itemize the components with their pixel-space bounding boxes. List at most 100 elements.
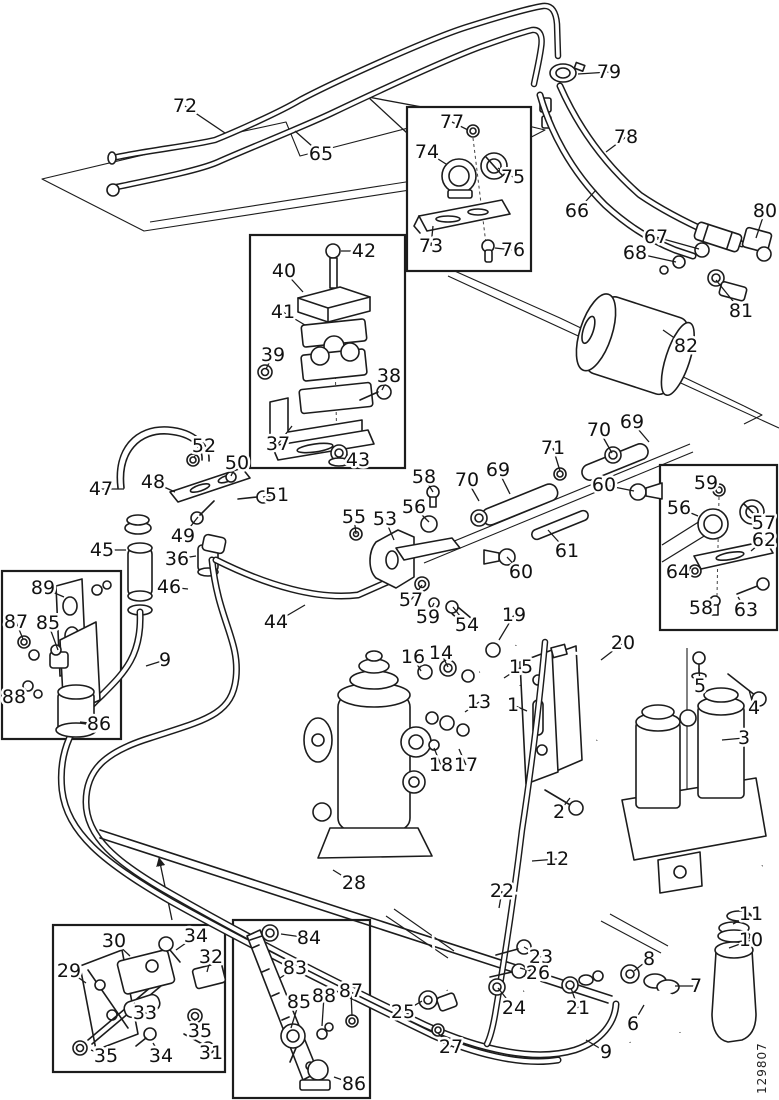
callout-34a: 34 (184, 925, 208, 947)
leader-58b (700, 600, 713, 609)
leader-1 (512, 704, 528, 712)
leader-70b (598, 429, 613, 454)
leader-54 (452, 606, 468, 626)
leader-51 (262, 494, 278, 498)
callout-9a: 9 (159, 649, 171, 671)
leader-35a (193, 1018, 201, 1032)
leader-61 (547, 529, 568, 552)
callout-57a: 57 (399, 589, 423, 611)
leader-59a (427, 602, 435, 618)
bolt-2 (544, 789, 584, 816)
callout-6: 6 (627, 1013, 639, 1035)
leader-8 (633, 958, 650, 972)
inset-b-parts-37-43 (257, 243, 392, 467)
callout-16: 16 (401, 646, 425, 668)
callout-87c: 87 (339, 980, 363, 1002)
callout-25: 25 (391, 1001, 415, 1023)
callout-83: 83 (283, 957, 307, 979)
leader-58a (423, 476, 434, 493)
callout-45: 45 (90, 539, 114, 561)
callout-47: 47 (89, 478, 113, 500)
leader-53 (384, 518, 395, 541)
leader-9a (145, 659, 166, 667)
leader-73 (430, 225, 434, 247)
leader-32 (206, 956, 212, 973)
callout-11: 11 (739, 903, 763, 925)
callout-89: 89 (31, 577, 55, 599)
leader-27 (437, 1032, 452, 1048)
leader-71 (552, 447, 561, 472)
leader-62 (750, 539, 765, 552)
callout-41: 41 (271, 301, 295, 323)
filter-head-assembly-3 (621, 687, 767, 894)
callout-40: 40 (272, 260, 296, 282)
callout-48: 48 (141, 471, 165, 493)
callout-74: 74 (415, 141, 439, 163)
callout-23: 23 (529, 946, 553, 968)
callout-33: 33 (133, 1002, 157, 1024)
callout-58b: 58 (689, 597, 713, 619)
callout-55: 55 (342, 506, 366, 528)
leader-60b (506, 556, 522, 573)
callout-4: 4 (748, 697, 760, 719)
leader-64 (677, 567, 692, 573)
injection-pump-assembly (303, 650, 522, 859)
callout-52: 52 (192, 435, 216, 457)
leader-60a (603, 484, 635, 492)
leader-84 (280, 933, 310, 939)
leader-38 (381, 375, 390, 391)
callout-22: 22 (490, 880, 514, 902)
inset-e-parts-83-88 (246, 924, 359, 1091)
figure-code: 129807 (755, 1042, 769, 1094)
leader-40 (283, 270, 304, 293)
leader-69a (497, 469, 511, 495)
inset-a-parts-73-77 (413, 124, 511, 263)
callout-77: 77 (440, 111, 464, 133)
callout-2: 2 (553, 801, 565, 823)
leader-82 (662, 329, 687, 347)
leader-77 (451, 121, 469, 131)
callout-78: 78 (614, 126, 638, 148)
leader-87c (350, 990, 353, 1017)
callout-59b: 59 (694, 472, 718, 494)
leader-34b (152, 1042, 162, 1057)
leader-15 (503, 666, 522, 679)
callout-59a: 59 (416, 606, 440, 628)
leader-50 (230, 462, 238, 477)
leader-68 (634, 252, 677, 263)
leader-30 (113, 940, 131, 957)
callout-19: 19 (502, 604, 526, 626)
clamp-79 (549, 61, 586, 83)
callout-8: 8 (643, 948, 655, 970)
leader-85a (47, 622, 59, 651)
callout-15: 15 (509, 656, 533, 678)
fittings-67-68-80-81 (659, 226, 773, 302)
callout-39: 39 (261, 344, 285, 366)
leader-25 (402, 1000, 423, 1013)
leader-3 (721, 737, 745, 741)
callout-86a: 86 (87, 713, 111, 735)
callout-54: 54 (455, 614, 479, 636)
bracket-53-clamp-55 (349, 515, 476, 629)
leader-37 (277, 425, 293, 445)
leader-70a (466, 479, 480, 502)
leader-14 (440, 652, 449, 668)
banjo-19 (485, 628, 518, 658)
callout-30: 30 (102, 930, 126, 952)
callout-27: 27 (439, 1036, 463, 1058)
leader-22 (498, 890, 503, 909)
callout-60a: 60 (592, 474, 616, 496)
leader-44 (275, 604, 306, 623)
inset-d-parts-29-35 (72, 936, 227, 1056)
callout-56a: 56 (402, 496, 426, 518)
fuel-filter-82 (575, 293, 695, 397)
leader-48 (152, 481, 176, 493)
leader-11 (732, 913, 752, 925)
leader-12 (531, 858, 558, 862)
long-hoses-9 (57, 556, 620, 1065)
fittings-21-27 (418, 939, 604, 1037)
leader-81 (715, 279, 742, 312)
callout-18: 18 (429, 754, 453, 776)
callout-88a: 88 (2, 686, 26, 708)
